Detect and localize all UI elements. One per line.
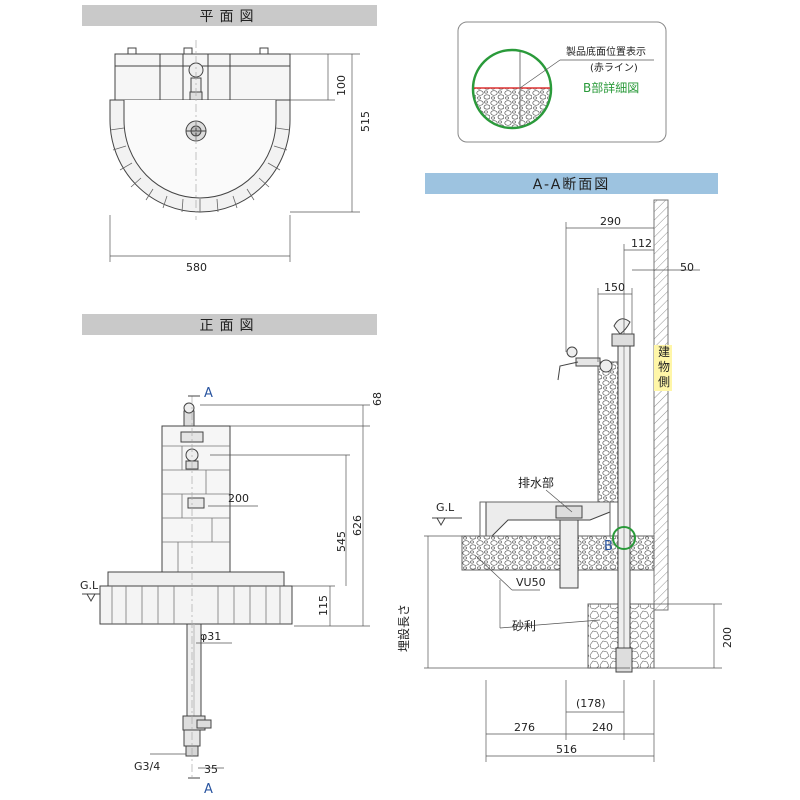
burial-length-label: 埋設長さ bbox=[397, 603, 411, 652]
front-pipe-dim: φ31 bbox=[200, 630, 222, 643]
detail-b-box bbox=[457, 21, 667, 143]
front-offset-dim: 35 bbox=[204, 763, 218, 776]
plan-depth-dim: 515 bbox=[359, 111, 372, 132]
plan-view bbox=[109, 40, 360, 262]
building-side-label: 建物側 bbox=[658, 345, 671, 389]
gravel-label: 砂利 bbox=[512, 619, 537, 633]
section-b-marker: B bbox=[604, 539, 613, 554]
section-dim-240: 240 bbox=[592, 721, 613, 734]
section-view-header: A-A断面図 bbox=[425, 173, 718, 194]
front-height-545: 545 bbox=[335, 531, 348, 552]
section-gl-label: G.L bbox=[436, 501, 455, 514]
front-body-dim: 200 bbox=[228, 492, 249, 505]
front-section-marker-bottom: A bbox=[204, 782, 213, 797]
front-view-header: 正面図 bbox=[82, 314, 377, 335]
plan-width-dim: 580 bbox=[186, 261, 207, 274]
front-height-626: 626 bbox=[351, 515, 364, 536]
section-view bbox=[424, 199, 722, 762]
detail-note-title: 製品底面位置表示 bbox=[566, 47, 646, 58]
section-dim-516: 516 bbox=[556, 743, 577, 756]
section-dim-112: 112 bbox=[631, 237, 652, 250]
front-top-dim: 68 bbox=[371, 392, 384, 406]
section-dim-150: 150 bbox=[604, 281, 625, 294]
front-view bbox=[82, 395, 370, 780]
section-dim-50: 50 bbox=[680, 261, 694, 274]
plan-inner-dim: 100 bbox=[335, 75, 348, 96]
front-gl-label: G.L bbox=[80, 579, 99, 592]
section-dim-200: 200 bbox=[721, 627, 734, 648]
section-dim-178: (178) bbox=[576, 697, 606, 710]
front-thread-dim: G3/4 bbox=[134, 760, 161, 773]
section-dim-290: 290 bbox=[600, 215, 621, 228]
section-dim-276: 276 bbox=[514, 721, 535, 734]
detail-b-title: B部詳細図 bbox=[583, 81, 640, 95]
vu50-label: VU50 bbox=[516, 576, 546, 589]
drain-label: 排水部 bbox=[518, 476, 555, 490]
front-base-dim: 115 bbox=[317, 595, 330, 616]
plan-view-header: 平面図 bbox=[82, 5, 377, 26]
detail-note-red-line: (赤ライン) bbox=[590, 63, 638, 74]
front-section-marker-top: A bbox=[204, 386, 213, 401]
